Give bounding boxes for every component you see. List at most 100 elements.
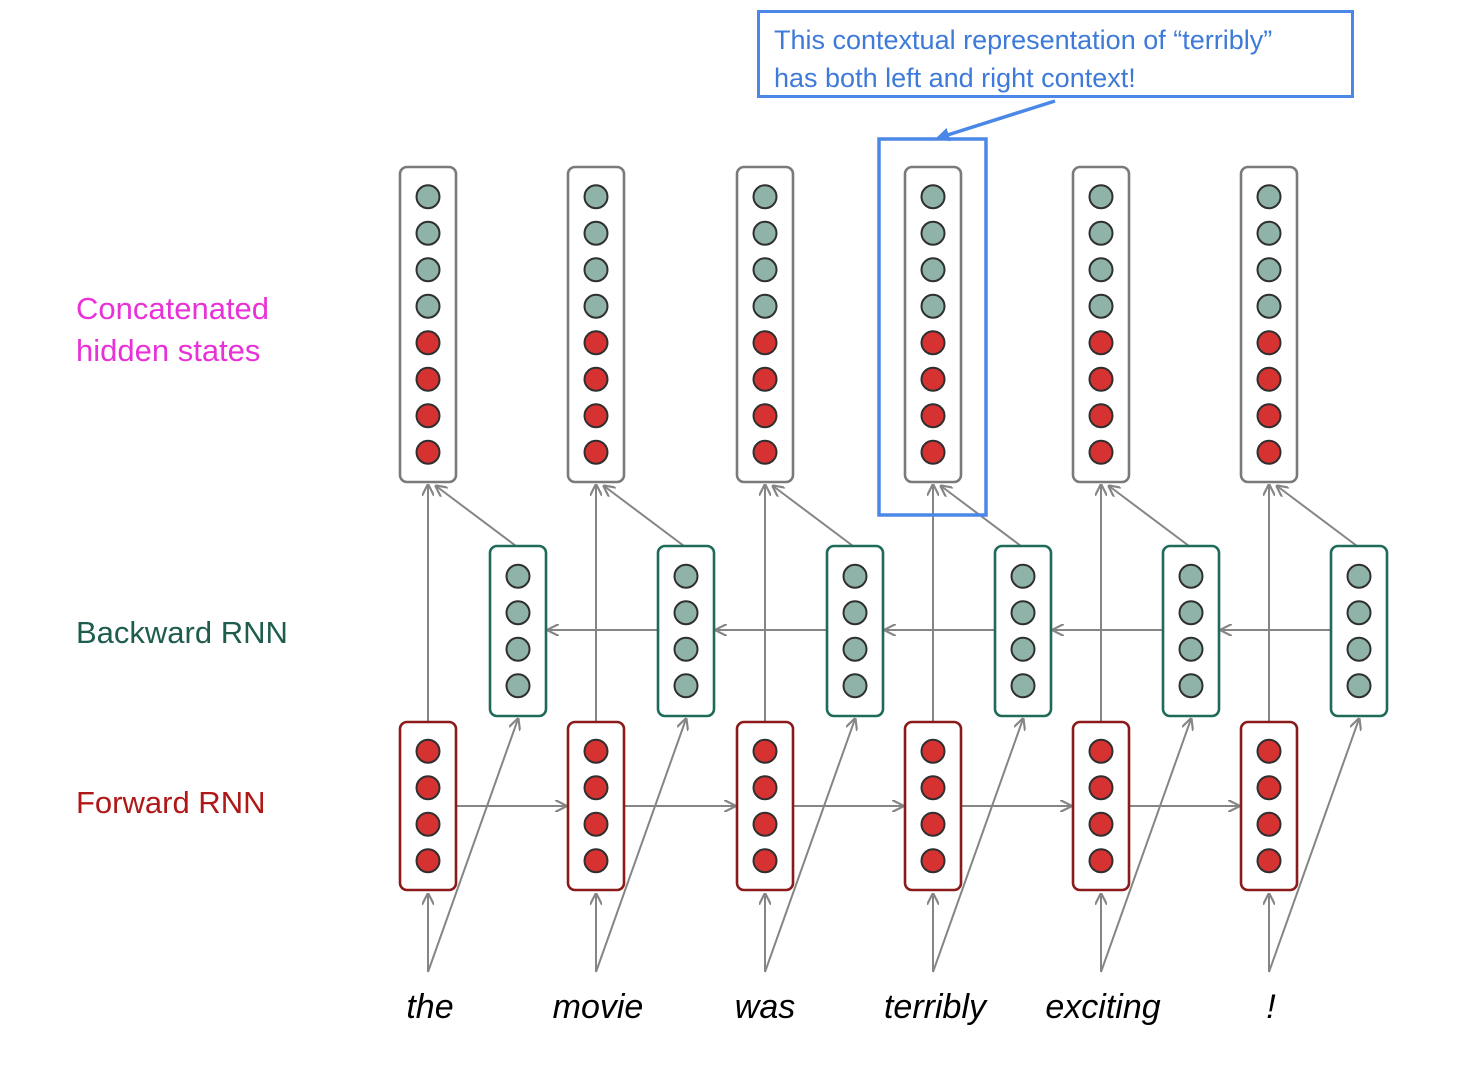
concat-state-the (398, 165, 458, 484)
forward-state-was (735, 720, 795, 892)
backward-state-movie-frame (656, 544, 716, 718)
callout-pointer-arrow (935, 99, 1056, 142)
backward-state-was-unit (842, 636, 868, 662)
concat-state-exclamation-unit (1256, 220, 1282, 246)
backward-state-exciting-unit (1178, 600, 1204, 626)
backward-state-the-unit (505, 673, 531, 699)
forward-state-exciting (1071, 720, 1131, 892)
concat-state-exclamation-unit (1256, 293, 1282, 319)
concat-state-was-unit (752, 403, 778, 429)
concat-state-movie-unit (583, 330, 609, 356)
concat-state-was-frame (735, 165, 795, 484)
forward-state-exclamation-unit (1256, 738, 1282, 764)
backward-state-was-unit (842, 673, 868, 699)
backward-to-concat-arrow-exciting (1109, 486, 1190, 547)
backward-state-exclamation-unit (1346, 673, 1372, 699)
concat-state-was-unit (752, 184, 778, 210)
backward-state-exciting-unit (1178, 563, 1204, 589)
word-to-backward-arrow-exciting (1100, 719, 1191, 973)
forward-state-exciting-frame (1071, 720, 1131, 892)
concat-state-the-unit (415, 293, 441, 319)
word-terribly: terribly (883, 988, 987, 1026)
concatenated-label-line2: hidden states (76, 333, 261, 368)
backward-state-exclamation-frame (1329, 544, 1389, 718)
backward-state-exciting-unit (1178, 673, 1204, 699)
concat-state-terribly-unit (920, 439, 946, 465)
concat-state-the-unit (415, 184, 441, 210)
concat-state-exclamation-unit (1256, 439, 1282, 465)
concat-state-movie-unit (583, 403, 609, 429)
backward-state-exciting-unit (1178, 636, 1204, 662)
concat-state-was-unit (752, 439, 778, 465)
concat-state-exclamation-unit (1256, 257, 1282, 283)
concat-state-movie-unit (583, 257, 609, 283)
backward-state-was-unit (842, 600, 868, 626)
concat-state-exciting-unit (1088, 330, 1114, 356)
backward-state-movie (656, 544, 716, 718)
concat-state-the-unit (415, 439, 441, 465)
concatenated-label-line1: Concatenated (76, 291, 270, 326)
concat-state-movie (566, 165, 626, 484)
concat-state-movie-unit (583, 293, 609, 319)
backward-state-exclamation-unit (1346, 636, 1372, 662)
concat-state-terribly (903, 165, 963, 484)
highlight-box (877, 137, 988, 517)
word-exclamation: ! (1266, 988, 1276, 1026)
backward-state-exclamation-unit (1346, 563, 1372, 589)
forward-state-movie-unit (583, 775, 609, 801)
backward-state-movie-unit (673, 563, 699, 589)
concat-state-exciting-unit (1088, 184, 1114, 210)
concat-state-the-unit (415, 220, 441, 246)
concat-state-movie-unit (583, 366, 609, 392)
concat-state-terribly-unit (920, 403, 946, 429)
forward-state-exciting-unit (1088, 848, 1114, 874)
backward-state-terribly-unit (1010, 600, 1036, 626)
backward-to-concat-arrow-movie (604, 486, 685, 547)
concat-state-exclamation-frame (1239, 165, 1299, 484)
concat-state-exciting-unit (1088, 293, 1114, 319)
forward-state-the-unit (415, 775, 441, 801)
backward-state-the-unit (505, 563, 531, 589)
concat-state-was (735, 165, 795, 484)
forward-state-the-unit (415, 738, 441, 764)
forward-state-movie-frame (566, 720, 626, 892)
backward-state-exciting-frame (1161, 544, 1221, 718)
backward-state-the (488, 544, 548, 718)
word-the: the (406, 988, 454, 1026)
forward-state-exclamation-unit (1256, 848, 1282, 874)
concat-state-terribly-unit (920, 184, 946, 210)
forward-state-terribly (903, 720, 963, 892)
concat-state-was-unit (752, 293, 778, 319)
backward-state-terribly (993, 544, 1053, 718)
concat-state-exclamation-unit (1256, 330, 1282, 356)
forward-state-the-unit (415, 848, 441, 874)
forward-state-exciting-unit (1088, 738, 1114, 764)
boxes-layer (398, 99, 1389, 892)
word-movie: movie (552, 988, 644, 1026)
forward-state-was-unit (752, 848, 778, 874)
word-to-backward-arrow-was (764, 719, 855, 973)
concat-state-terribly-unit (920, 220, 946, 246)
forward-state-terribly-unit (920, 848, 946, 874)
forward-state-the-unit (415, 811, 441, 837)
backward-state-was (825, 544, 885, 718)
forward-state-terribly-unit (920, 811, 946, 837)
backward-state-terribly-unit (1010, 563, 1036, 589)
concat-state-was-unit (752, 366, 778, 392)
backward-to-concat-arrow-the (436, 486, 517, 547)
concat-state-terribly-frame (903, 165, 963, 484)
word-to-backward-arrow-the (427, 719, 518, 973)
backward-state-terribly-frame (993, 544, 1053, 718)
forward-state-terribly-unit (920, 775, 946, 801)
backward-state-the-unit (505, 600, 531, 626)
forward-state-movie-unit (583, 811, 609, 837)
word-to-backward-arrow-terribly (932, 719, 1023, 973)
word-to-backward-arrow-movie (595, 719, 686, 973)
backward-state-movie-unit (673, 673, 699, 699)
concat-state-terribly-unit (920, 330, 946, 356)
word-to-backward-arrow-exclamation (1268, 719, 1359, 973)
concat-state-the-unit (415, 257, 441, 283)
concat-state-terribly-unit (920, 257, 946, 283)
concat-state-movie-unit (583, 220, 609, 246)
